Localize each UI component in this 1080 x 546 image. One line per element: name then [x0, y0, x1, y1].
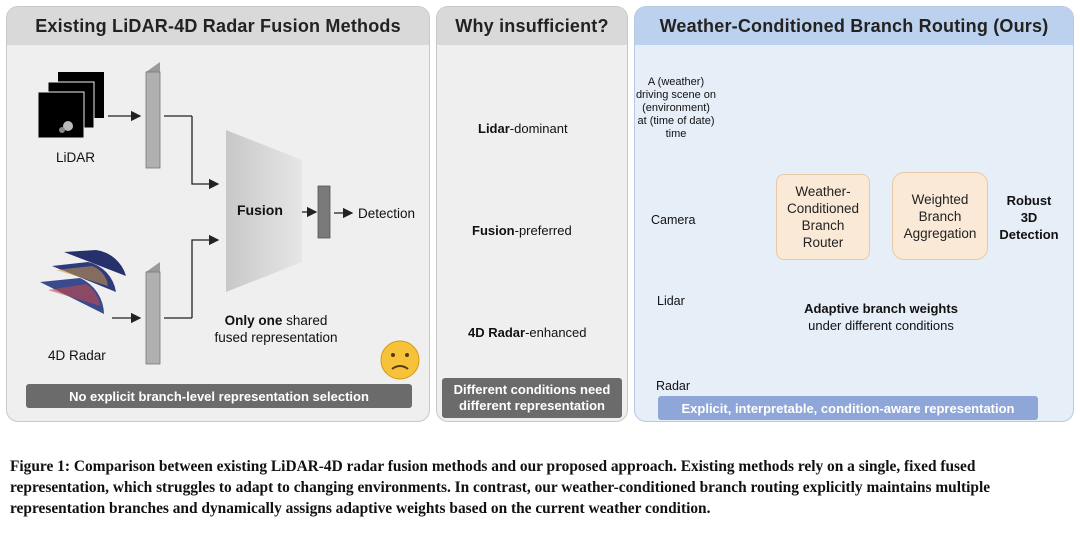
fusion-preferred-rest: -preferred [514, 223, 572, 238]
fusion-preferred-bold: Fusion [472, 223, 515, 238]
note-bold: Only one [224, 313, 283, 328]
why-insufficient-panel: Why insufficient? [436, 6, 628, 422]
robust-detection-output: Robust 3D Detection [996, 192, 1062, 243]
figure-caption: Figure 1: Comparison between existing Li… [10, 458, 991, 517]
left-footer: No explicit branch-level representation … [26, 384, 412, 408]
lidar-encoder [145, 62, 161, 169]
fusion-block [226, 130, 302, 292]
agg-line: Branch [918, 208, 962, 224]
radar-label: 4D Radar [48, 348, 106, 363]
middle-footer-line2: different representation [459, 398, 605, 413]
lidar-right-label: Lidar [657, 294, 685, 308]
camera-label: Camera [651, 213, 696, 227]
existing-methods-title: Existing LiDAR-4D Radar Fusion Methods [7, 7, 429, 45]
lidar-dominant-label: Lidar-dominant [478, 121, 568, 136]
lidar-dominant-rest: -dominant [509, 121, 568, 136]
middle-footer: Different conditions need different repr… [442, 378, 622, 418]
fusion-preferred-label: Fusion-preferred [472, 223, 572, 238]
prompt-line: driving scene on [635, 89, 717, 101]
radar-encoder [145, 262, 161, 365]
weather-prompt-text: A (weather) driving scene on (environmen… [634, 76, 718, 141]
agg-line: Aggregation [903, 225, 977, 241]
prompt-line: (environment) [642, 102, 710, 114]
router-line: Weather- [795, 184, 851, 199]
note-line2: fused representation [214, 330, 338, 345]
lidar-frames-icon [37, 72, 104, 139]
output-line: 3D [1020, 210, 1038, 225]
shared-representation-note: Only one shared fused representation [206, 312, 346, 346]
router-line: Router [802, 235, 844, 250]
right-footer: Explicit, interpretable, condition-aware… [658, 396, 1038, 420]
branch-router-block: Weather- Conditioned Branch Router [776, 174, 870, 260]
lidar-dominant-bold: Lidar [478, 121, 510, 136]
weighted-aggregation-block: Weighted Branch Aggregation [892, 172, 988, 260]
prompt-line: time [665, 128, 687, 140]
output-line: Detection [999, 227, 1059, 242]
adaptive-weights-bold: Adaptive branch weights [804, 301, 958, 316]
fused-feature [317, 185, 331, 239]
radar-heatmap-icon [40, 250, 126, 314]
why-insufficient-title: Why insufficient? [437, 7, 627, 45]
radar-enhanced-bold: 4D Radar [468, 325, 526, 340]
ours-title: Weather-Conditioned Branch Routing (Ours… [635, 7, 1073, 45]
detection-label: Detection [358, 206, 416, 221]
radar-enhanced-label: 4D Radar-enhanced [468, 325, 587, 340]
prompt-line: at (time of date) [637, 115, 715, 127]
output-line: Robust [1006, 193, 1052, 208]
prompt-line: A (weather) [647, 76, 705, 88]
adaptive-weights-line2: under different conditions [808, 318, 954, 333]
fusion-label: Fusion [237, 202, 283, 218]
radar-right-label: Radar [656, 379, 691, 393]
router-line: Branch [801, 218, 845, 233]
sad-face-icon [380, 340, 420, 380]
router-line: Conditioned [786, 201, 860, 216]
agg-line: Weighted [911, 191, 969, 207]
adaptive-weights-note: Adaptive branch weights under different … [786, 300, 976, 334]
middle-footer-line1: Different conditions need [453, 382, 611, 397]
radar-enhanced-rest: -enhanced [525, 325, 587, 340]
note-rest: shared [282, 313, 328, 328]
lidar-label: LiDAR [56, 150, 96, 165]
